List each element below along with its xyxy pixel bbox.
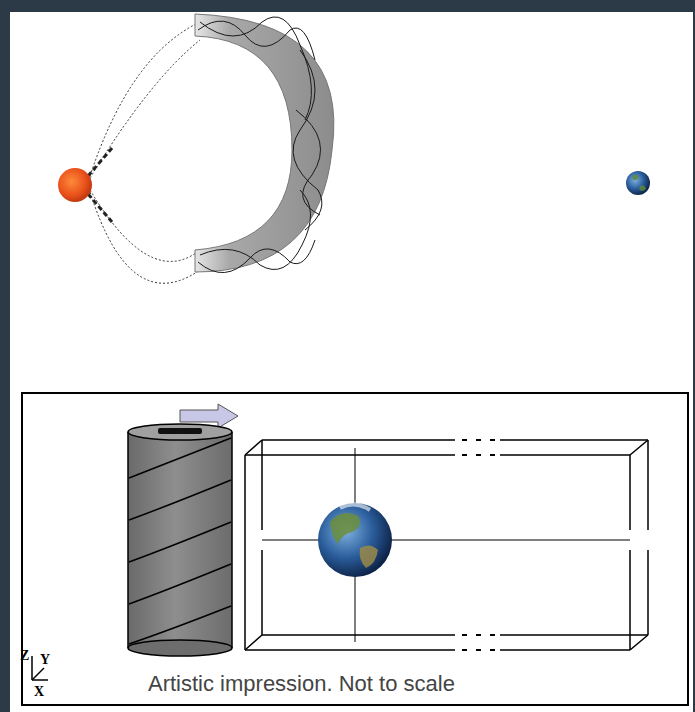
sun bbox=[58, 168, 92, 202]
white-panel bbox=[10, 12, 693, 712]
axis-label: X bbox=[34, 684, 44, 699]
flux-rope-loops bbox=[90, 22, 200, 283]
axis-label: Y bbox=[40, 652, 50, 667]
inset-frame bbox=[22, 393, 688, 705]
crosshair bbox=[262, 448, 630, 642]
earth-small bbox=[626, 171, 650, 195]
earth-large bbox=[318, 503, 392, 577]
magnetosphere-box bbox=[245, 440, 648, 650]
field-lines bbox=[198, 17, 322, 273]
disclaimer-note: Artistic impression. Not to scale bbox=[148, 672, 455, 696]
flux-rope-cylinder bbox=[128, 424, 232, 656]
magnetic-cloud bbox=[195, 14, 334, 272]
axis-label: Z bbox=[20, 648, 29, 663]
